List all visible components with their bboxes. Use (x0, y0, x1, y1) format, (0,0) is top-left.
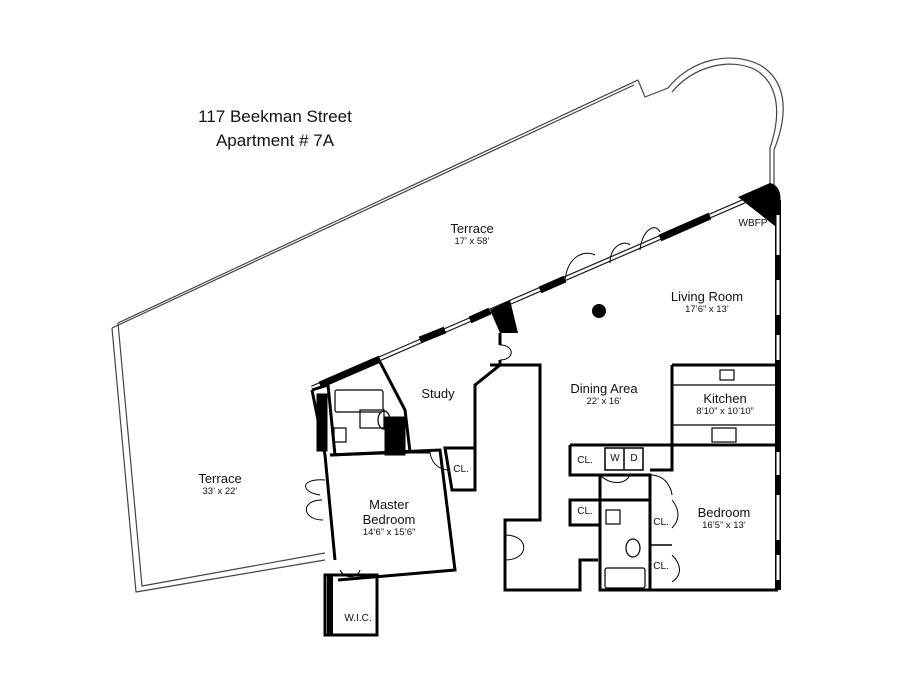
terrace-outline (111, 57, 784, 593)
label-wic: W.I.C. (344, 613, 372, 624)
room-name-line2: Bedroom (362, 511, 416, 527)
interior-walls (310, 300, 778, 637)
label-terrace-left: Terrace 33’ x 22’ (198, 471, 242, 498)
label-closet-bedroom-2: CL. (653, 561, 669, 572)
label-study: Study (421, 386, 455, 402)
room-dims: 22’ x 16’ (586, 395, 622, 407)
address-line2: Apartment # 7A (215, 131, 335, 150)
label-living-room: Living Room 17’6” x 13’ (670, 289, 744, 316)
label-closet-bedroom-1: CL. (653, 517, 669, 528)
room-name: Dining Area (570, 381, 638, 396)
room-dims: 14’6” x 15’6” (362, 526, 416, 538)
label-wbfp: WBFP (738, 218, 768, 229)
address-line1: 117 Beekman Street (198, 107, 352, 126)
room-dims: 16’5” x 13’ (702, 519, 746, 531)
label-closet-hall-1: CL. (577, 455, 593, 466)
room-name: Study (421, 386, 455, 401)
column-dot (592, 304, 606, 318)
label-bedroom: Bedroom 16’5” x 13’ (697, 505, 751, 532)
room-dims: 17’6” x 13’ (685, 303, 729, 315)
label-dryer: D (630, 453, 638, 464)
label-master-bedroom: Master Bedroom 14’6” x 15’6” (362, 497, 416, 539)
room-name: Living Room (670, 289, 744, 304)
room-name: Terrace (198, 471, 242, 486)
room-dims: 17’ x 58’ (454, 235, 490, 247)
label-kitchen: Kitchen 8’10” x 10’10” (696, 391, 754, 418)
room-name: Bedroom (697, 505, 751, 520)
room-dims: 33’ x 22’ (202, 485, 238, 497)
label-terrace-top: Terrace 17’ x 58’ (450, 221, 494, 248)
label-washer: W (610, 453, 620, 464)
door-swings (305, 227, 680, 583)
room-name: Terrace (450, 221, 494, 236)
fireplace-shape (738, 183, 781, 230)
room-name: Kitchen (703, 391, 747, 406)
label-closet-hall-2: CL. (577, 506, 593, 517)
label-dining-area: Dining Area 22’ x 16’ (570, 381, 638, 408)
window-wall (311, 187, 771, 391)
label-closet-study: CL. (453, 464, 469, 475)
room-name-line1: Master (369, 497, 409, 512)
room-dims: 8’10” x 10’10” (696, 405, 754, 417)
